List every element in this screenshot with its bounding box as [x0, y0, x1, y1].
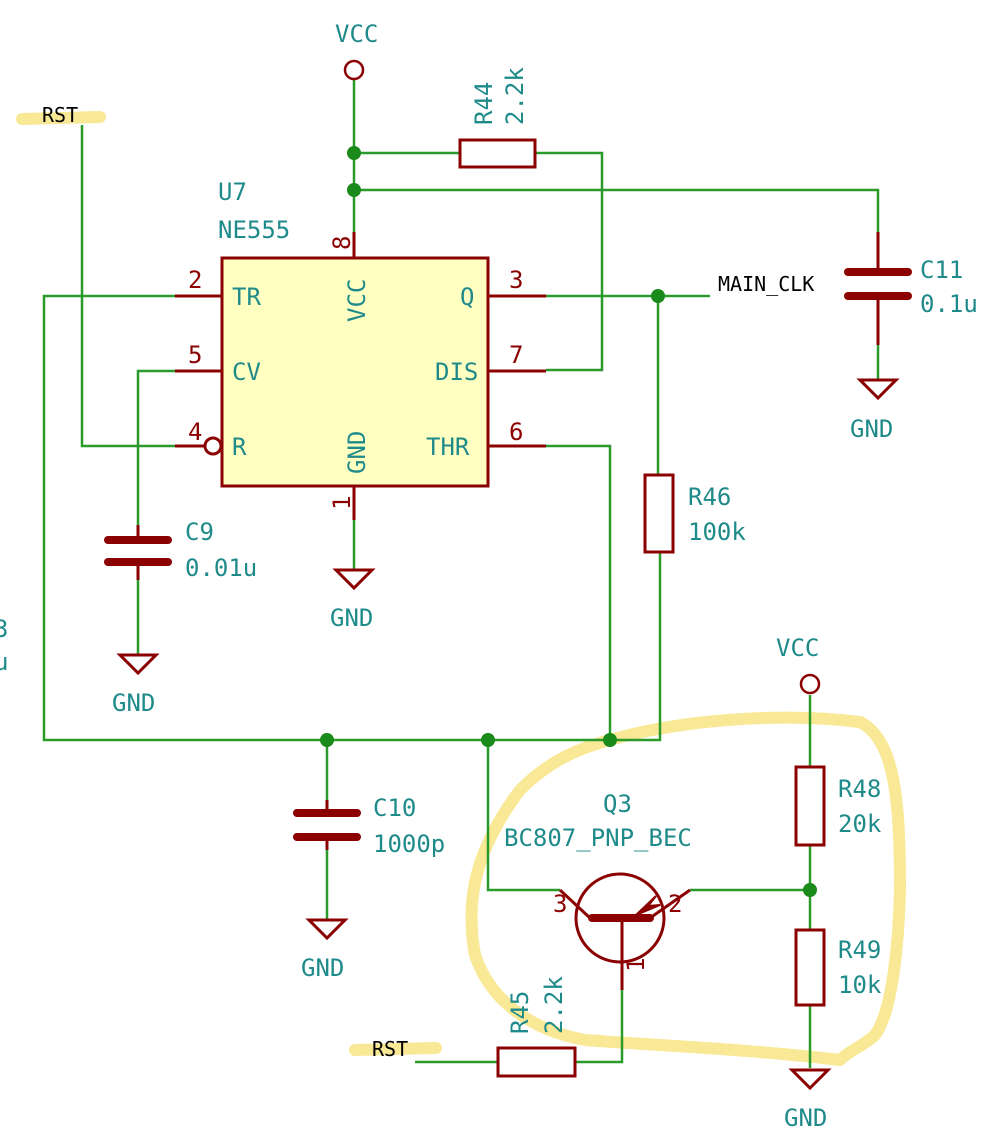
- pin-dis-name: DIS: [435, 358, 478, 386]
- pin-thr-name: THR: [426, 433, 470, 461]
- pin-gnd-name: GND: [343, 431, 371, 474]
- pin-q-num: 3: [509, 266, 523, 294]
- r45-value: 2.2k: [540, 976, 568, 1034]
- gnd-c10-label: GND: [301, 954, 344, 982]
- gnd-u7: GND: [330, 568, 376, 632]
- cutoff-text-top: 3: [0, 615, 8, 643]
- q3-emitter-arrow: [635, 895, 661, 916]
- junctions: [320, 146, 817, 897]
- pin-thr-num: 6: [509, 418, 523, 446]
- q3-body: [574, 872, 666, 964]
- r44-value: 2.2k: [501, 67, 529, 125]
- q3-bc807: Q3 BC807_PNP_BEC 3 2 1: [504, 790, 692, 990]
- pin-tr-num: 2: [188, 266, 202, 294]
- vcc-top: VCC: [335, 20, 378, 81]
- pin-q-name: Q: [460, 283, 474, 311]
- gnd-r49: GND: [784, 1068, 832, 1129]
- pin-cv-num: 5: [188, 341, 202, 369]
- c11-value: 0.1u: [920, 290, 978, 318]
- q3-value: BC807_PNP_BEC: [504, 824, 692, 852]
- c10: C10 1000p: [293, 794, 445, 858]
- net-label-rst-top: RST: [42, 103, 78, 127]
- net-label-rst-bottom: RST: [372, 1037, 408, 1061]
- r44-ref: R44: [470, 82, 498, 125]
- c9-ref: C9: [185, 518, 214, 546]
- q3-pin-emitter: 2: [668, 890, 682, 918]
- gnd-c11: GND: [850, 378, 900, 443]
- gnd-c11-label: GND: [850, 415, 893, 443]
- pin-vcc-name: VCC: [343, 279, 371, 322]
- r46: R46 100k: [643, 473, 746, 554]
- u7-ref: U7: [218, 178, 247, 206]
- u7-value: NE555: [218, 216, 290, 244]
- reset-inversion-bubble: [203, 436, 223, 456]
- r45-ref: R45: [506, 991, 534, 1034]
- vcc-right-label: VCC: [776, 634, 819, 662]
- highlight-rst-bottom: [349, 1042, 442, 1056]
- gnd-r49-label: GND: [784, 1104, 827, 1129]
- r48: R48 20k: [794, 765, 882, 847]
- pin-r-name: R: [232, 433, 247, 461]
- net-label-main-clk: MAIN_CLK: [718, 272, 814, 296]
- c11-ref: C11: [920, 256, 963, 284]
- pin-cv-name: CV: [232, 358, 261, 386]
- pin-tr-name: TR: [232, 283, 261, 311]
- q3-ref: Q3: [603, 790, 632, 818]
- q3-pin-base: 3: [553, 890, 567, 918]
- c11: C11 0.1u: [844, 232, 978, 345]
- r48-ref: R48: [838, 775, 881, 803]
- r49-value: 10k: [838, 971, 882, 999]
- r49: R49 10k: [794, 928, 882, 1007]
- gnd-c9-label: GND: [112, 689, 155, 717]
- c10-ref: C10: [373, 794, 416, 822]
- r46-value: 100k: [688, 518, 746, 546]
- r45: R45 2.2k: [496, 976, 577, 1078]
- pin-dis-num: 7: [509, 341, 523, 369]
- r44: R44 2.2k: [458, 67, 537, 169]
- vcc-right: VCC: [776, 634, 821, 695]
- highlight-rst-top: [16, 111, 106, 125]
- pin-r-num: 4: [188, 418, 202, 446]
- u7-ne555: U7 NE555 2 5 4 3 7 6 8 1 TR CV R Q DIS T…: [175, 178, 546, 520]
- r48-value: 20k: [838, 810, 882, 838]
- c9: C9 0.01u: [104, 518, 257, 582]
- highlight-q3-region: [465, 711, 906, 1066]
- cutoff-text-bottom: u: [0, 648, 8, 676]
- c10-value: 1000p: [373, 830, 445, 858]
- c9-value: 0.01u: [185, 554, 257, 582]
- vcc-top-label: VCC: [335, 20, 378, 48]
- gnd-c9: GND: [112, 653, 160, 717]
- r49-ref: R49: [838, 936, 881, 964]
- wires: [42, 80, 880, 1068]
- q3-pin-collector: 1: [622, 958, 650, 972]
- pin-gnd-num: 1: [328, 496, 356, 510]
- r46-ref: R46: [688, 483, 731, 511]
- pin-vcc-num: 8: [328, 236, 356, 250]
- gnd-c10: GND: [301, 918, 349, 982]
- gnd-u7-label: GND: [330, 604, 373, 632]
